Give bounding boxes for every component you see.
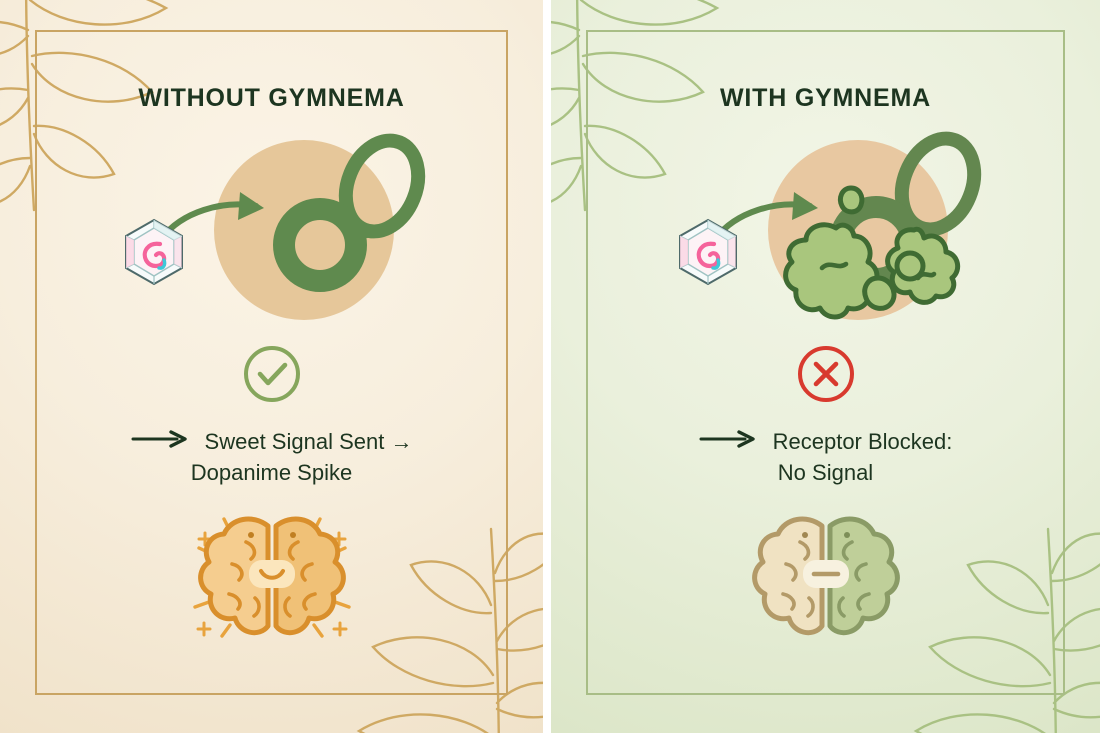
- brain-body: [197, 516, 346, 636]
- blocker-blob-left: [782, 222, 879, 320]
- neutral-brain-icon: [751, 516, 900, 636]
- status-badge-signal-sent: [0, 343, 543, 410]
- happy-brain-illustration: [0, 502, 543, 659]
- sugar-molecule-icon: [678, 218, 737, 286]
- neutral-brain-illustration: [551, 502, 1100, 659]
- gymnemic-acid-blockers: [782, 185, 960, 320]
- blocker-blob-center: [861, 275, 897, 311]
- brain-body: [751, 516, 900, 636]
- panel-title-without-gymnema: WITHOUT GYMNEMA: [138, 84, 405, 112]
- status-badge-signal-blocked: [551, 343, 1100, 410]
- caption-with-gymnema: Receptor Blocked: No Signal: [551, 425, 1100, 488]
- caption-line-2: No Signal: [777, 460, 874, 485]
- blocker-blob-small: [837, 185, 864, 215]
- caption-line-1: Receptor Blocked:: [772, 429, 953, 454]
- blocker-squiggles: [819, 261, 936, 281]
- caption-line-2: Dopanime Spike: [190, 460, 353, 485]
- sweet-receptor-shape: [272, 133, 425, 292]
- caption-line-1: Sweet Signal Sent →: [204, 429, 413, 454]
- sugar-molecule-icon: [124, 218, 183, 286]
- receptor-scene-unblocked: [0, 128, 543, 338]
- panel-title-with-gymnema: WITH GYMNEMA: [720, 84, 931, 112]
- receptor-scene-blocked: [551, 128, 1100, 338]
- panel-without-gymnema: WITHOUT GYMNEMA: [0, 0, 543, 733]
- check-circle-icon: [243, 346, 300, 402]
- blocker-blob-dot: [894, 250, 925, 282]
- long-arrow-right-icon: [131, 425, 189, 456]
- caption-without-gymnema: Sweet Signal Sent → Dopanime Spike: [0, 425, 543, 488]
- long-arrow-right-icon: [699, 425, 757, 456]
- panel-with-gymnema: WITH GYMNEMA: [551, 0, 1100, 733]
- x-circle-icon: [797, 346, 854, 402]
- happy-brain-icon: [192, 516, 351, 638]
